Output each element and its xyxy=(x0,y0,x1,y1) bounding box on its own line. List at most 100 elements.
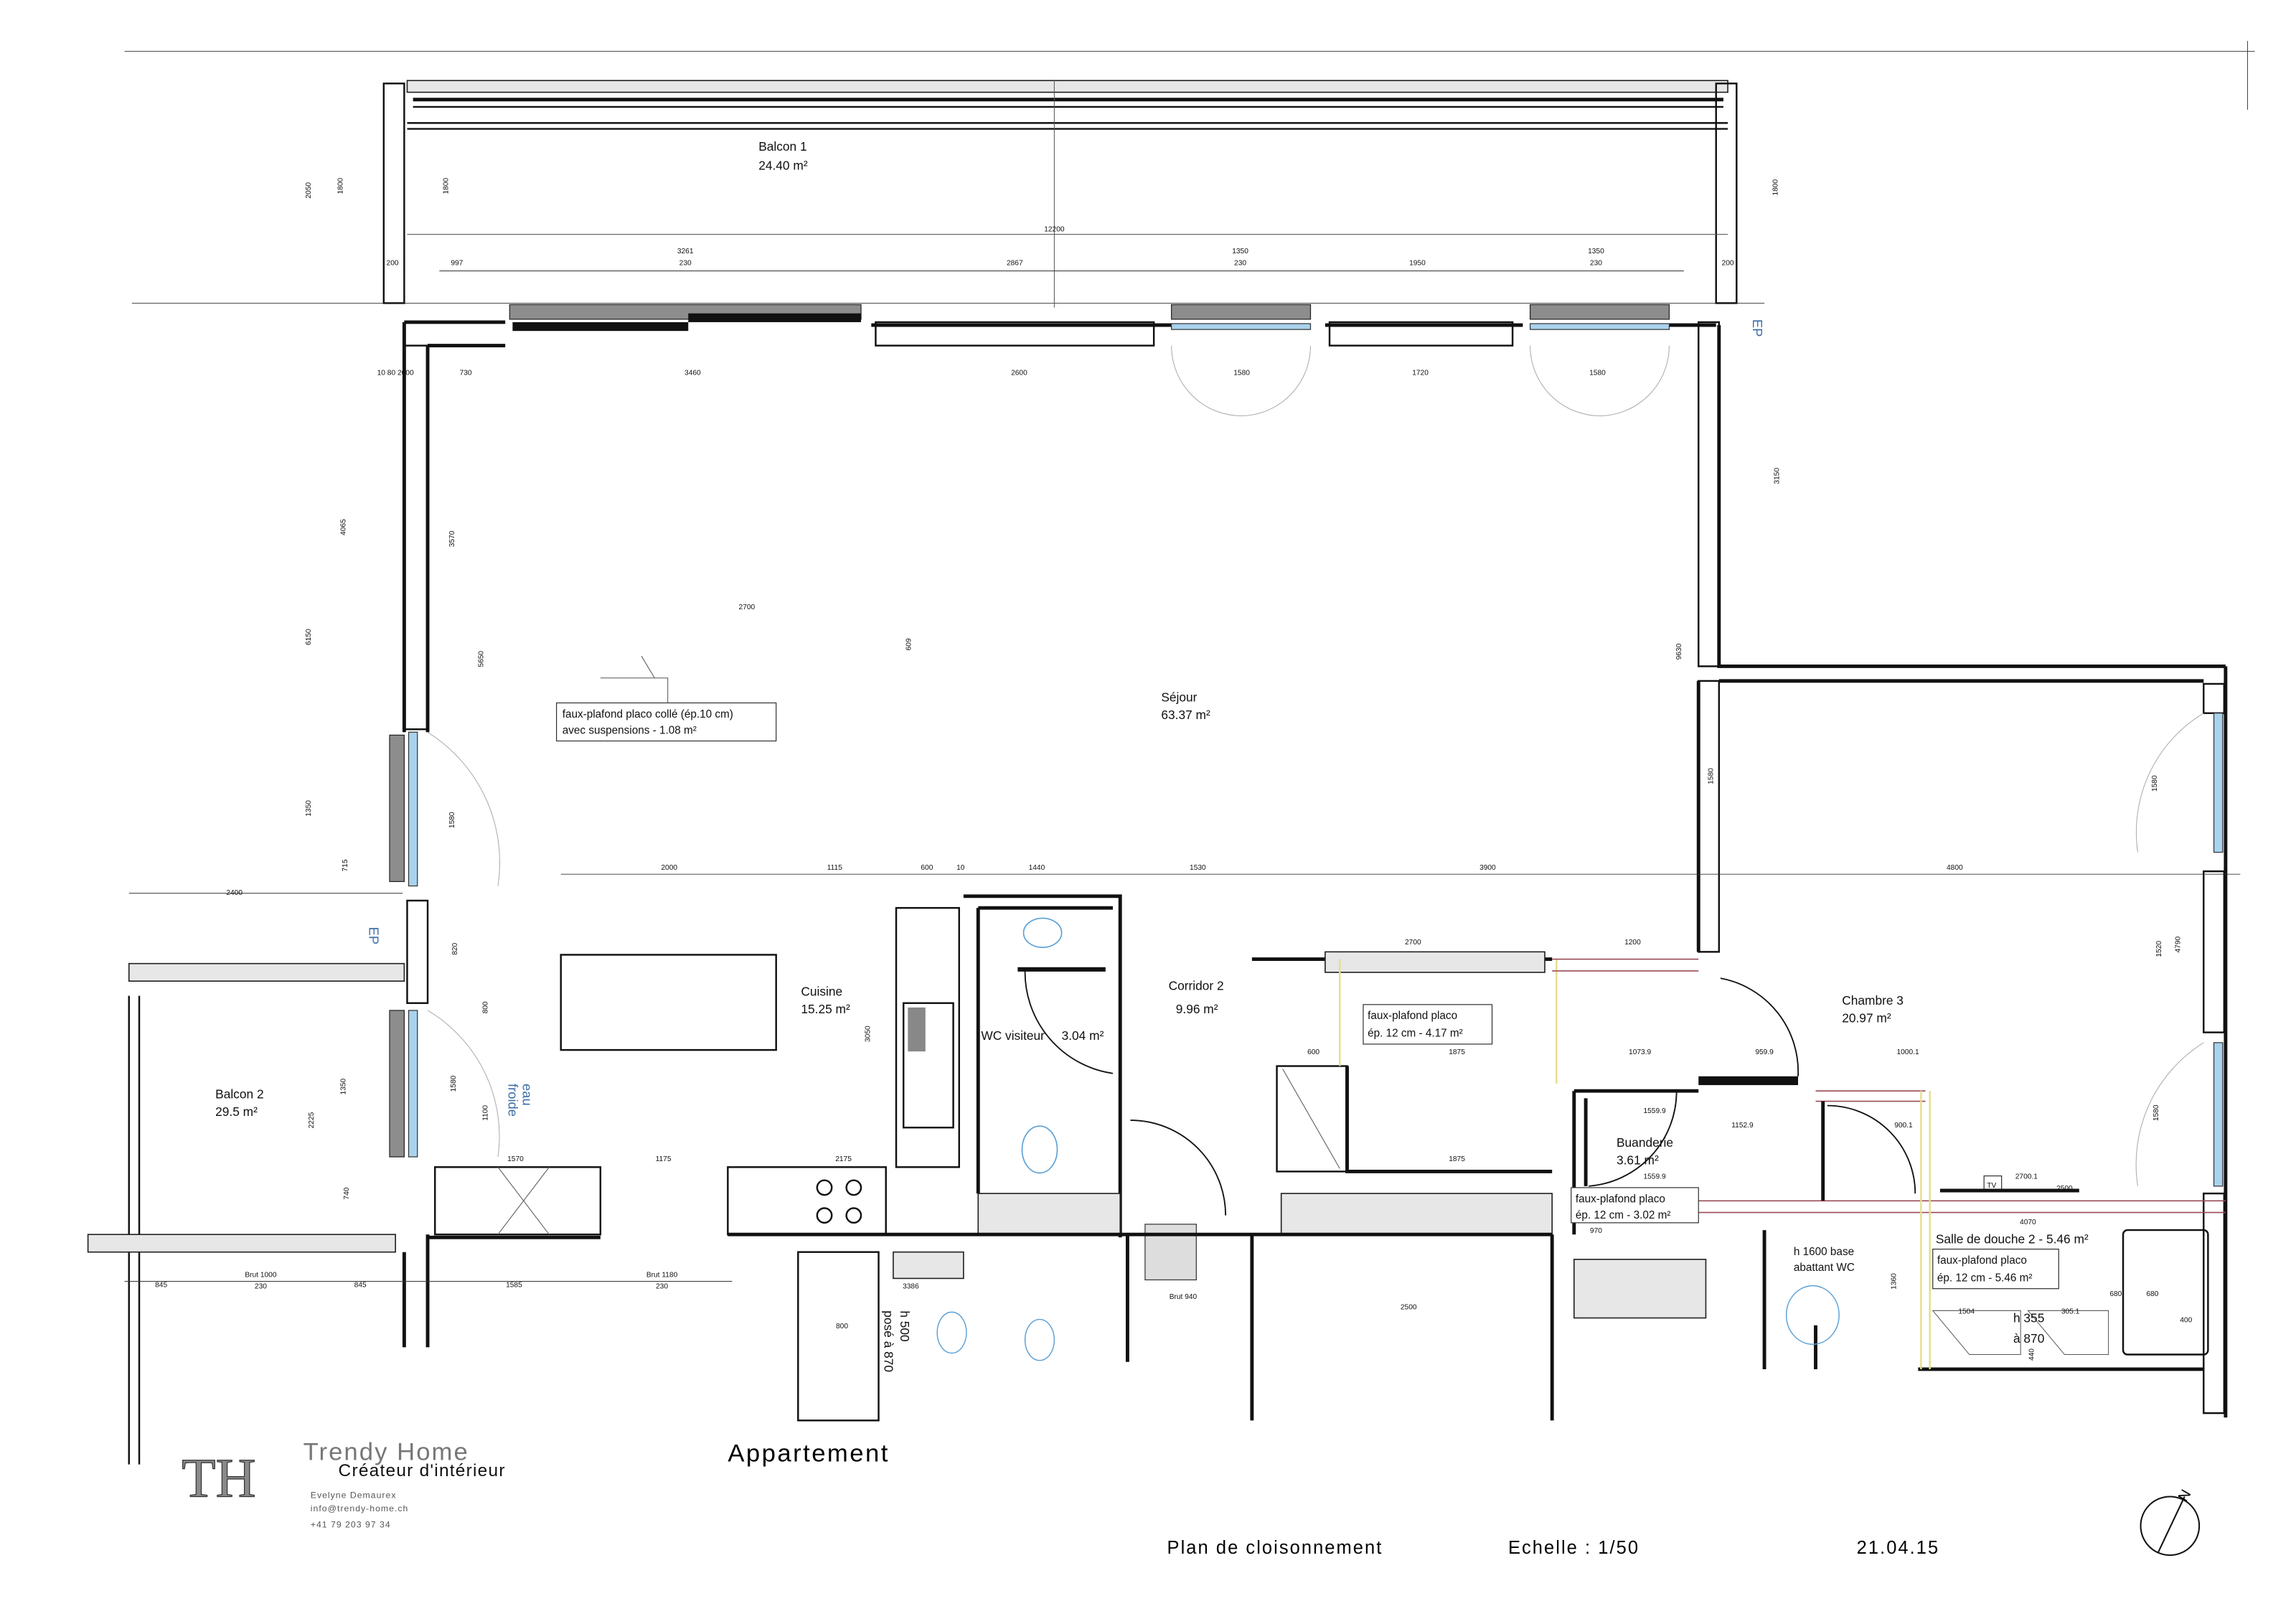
salle-de-douche-2 xyxy=(1698,1090,2226,1371)
dimension-label: 440 xyxy=(2028,1348,2036,1361)
dimension-label: Brut 1000 xyxy=(245,1271,277,1279)
note-fp-sejour-1: faux-plafond placo collé (ép.10 cm) xyxy=(563,708,733,721)
dimension-label: 2700 xyxy=(1405,939,1421,947)
dimension-label: 680 xyxy=(2109,1290,2122,1298)
room-area-sejour: 63.37 m² xyxy=(1161,708,1210,722)
dimension-label: 2225 xyxy=(308,1112,316,1128)
room-area-balcon2: 29.5 m² xyxy=(215,1104,258,1119)
room-name-sejour: Séjour xyxy=(1161,690,1197,704)
dimension-label: 3150 xyxy=(1773,468,1781,484)
room-name-cuisine: Cuisine xyxy=(801,985,842,999)
note-vasque-2: à 870 xyxy=(2013,1331,2044,1346)
dimension-label: Brut 1180 xyxy=(646,1271,678,1279)
dimension-label: 10 xyxy=(956,864,965,872)
exterior-walls xyxy=(389,304,2228,1418)
dimension-label: 1580 xyxy=(1708,768,1716,784)
dimension-label: 1350 xyxy=(340,1078,348,1094)
ep-label-left: EP xyxy=(366,927,381,945)
designer-name: Evelyne Demaurex xyxy=(311,1491,397,1501)
dimension-label: 1950 xyxy=(1409,259,1426,267)
dimension-label: 1152.9 xyxy=(1731,1122,1754,1130)
room-area-balcon1: 24.40 m² xyxy=(758,159,808,173)
dimension-label: 3261 xyxy=(677,248,694,255)
dimension-label: 4800 xyxy=(1947,864,1963,872)
dimension-label: 2700.1 xyxy=(2015,1173,2038,1181)
balcony-2 xyxy=(87,893,405,1465)
trendy-home-logo: TH xyxy=(182,1447,257,1509)
dimension-label: 1073.9 xyxy=(1629,1048,1651,1056)
dimension-label: 959.9 xyxy=(1755,1048,1774,1056)
dimension-label: 2000 xyxy=(661,864,677,872)
facade-doors xyxy=(427,345,2204,1186)
dimension-label: 200 xyxy=(387,259,399,267)
room-name-corridor: Corridor 2 xyxy=(1169,978,1224,992)
dimension-label: 2867 xyxy=(1007,259,1023,267)
dimension-label: 2500 xyxy=(1401,1303,1417,1311)
dimension-label: 740 xyxy=(343,1187,351,1199)
bottom-wall xyxy=(124,1232,1554,1422)
wc-visiteur xyxy=(963,894,1122,1238)
room-name-wc: WC visiteur xyxy=(981,1028,1045,1043)
annotations: faux-plafond placo collé (ép.10 cm) avec… xyxy=(366,319,2059,1372)
dimension-label: 600 xyxy=(921,864,933,872)
room-area-cuisine: 15.25 m² xyxy=(801,1002,850,1016)
room-labels: Balcon 1 24.40 m² Séjour 63.37 m² Cuisin… xyxy=(215,139,2089,1246)
dimension-label: 1580 xyxy=(2152,1104,2160,1121)
note-eau-froide-2: froide xyxy=(505,1084,520,1117)
dimension-label: 2500 xyxy=(2056,1185,2073,1193)
dimension-label: 3050 xyxy=(864,1025,872,1042)
dimension-label: 845 xyxy=(354,1282,367,1290)
kitchen xyxy=(434,873,2241,1236)
dimension-label: 1580 xyxy=(448,812,456,828)
dimension-label: 230 xyxy=(656,1283,668,1291)
dimension-label: 609 xyxy=(905,638,913,650)
dimension-label: 230 xyxy=(255,1283,267,1291)
dimension-label: 9630 xyxy=(1675,643,1683,660)
plan-scale: Echelle : 1/50 xyxy=(1508,1538,1639,1558)
dimension-label: 1800 xyxy=(1772,179,1779,196)
dimension-label: 730 xyxy=(460,369,472,377)
dimension-label: 800 xyxy=(482,1001,490,1013)
dimension-label: 5650 xyxy=(478,651,486,667)
dimension-label: 1580 xyxy=(1589,369,1606,377)
note-fp-corridor-2: ép. 12 cm - 4.17 m² xyxy=(1368,1028,1463,1040)
dimension-label: 4065 xyxy=(340,519,348,535)
note-fp-corridor-1: faux-plafond placo xyxy=(1368,1010,1457,1022)
dimension-label: 2175 xyxy=(835,1155,852,1163)
tv-label: TV xyxy=(1987,1182,1996,1190)
note-wc-height-2: abattant WC xyxy=(1794,1262,1855,1274)
dimension-label: 1504 xyxy=(1958,1308,1975,1315)
dimension-label: 1580 xyxy=(450,1075,458,1092)
dimension-label: 4070 xyxy=(2020,1219,2036,1226)
dimension-label: 305.1 xyxy=(2061,1308,2080,1315)
note-fp-buanderie-1: faux-plafond placo xyxy=(1576,1193,1665,1205)
note-wc-height-1: h 1600 base xyxy=(1794,1246,1854,1258)
dimension-label: 10 80 2000 xyxy=(377,369,414,377)
dimension-label: 1800 xyxy=(443,177,451,194)
dimension-label: 3900 xyxy=(1479,864,1496,872)
dimension-label: 1350 xyxy=(1588,248,1604,255)
dimension-label: 715 xyxy=(342,859,349,871)
dimension-label: 230 xyxy=(1234,259,1246,267)
dimension-label: 1350 xyxy=(305,800,313,817)
dimension-label: 900.1 xyxy=(1894,1122,1913,1130)
dimension-label: 1559.9 xyxy=(1643,1107,1665,1115)
north-arrow: N xyxy=(2140,1487,2201,1557)
room-name-chambre3: Chambre 3 xyxy=(1842,993,1904,1008)
room-area-buanderie: 3.61 m² xyxy=(1617,1153,1659,1167)
room-name-buanderie: Buanderie xyxy=(1617,1135,1673,1150)
project-title: Appartement xyxy=(728,1440,889,1467)
dimension-label: 6150 xyxy=(305,629,313,645)
dimension-label: 230 xyxy=(1590,259,1602,267)
plan-name: Plan de cloisonnement xyxy=(1167,1538,1383,1558)
room-name-balcon2: Balcon 2 xyxy=(215,1086,263,1101)
logo-text: TH xyxy=(182,1447,255,1508)
note-eau-froide-1: eau xyxy=(520,1084,535,1106)
title-block: TH Trendy Home Créateur d'intérieur Evel… xyxy=(182,1438,1939,1558)
note-fp-buanderie-2: ép. 12 cm - 3.02 m² xyxy=(1576,1209,1671,1221)
buanderie xyxy=(1572,977,1799,1319)
room-name-balcon1: Balcon 1 xyxy=(758,139,806,154)
brand-tagline: Créateur d'intérieur xyxy=(339,1461,506,1480)
dimension-label: 1520 xyxy=(2155,941,2163,957)
room-area-wc: 3.04 m² xyxy=(1062,1028,1104,1043)
